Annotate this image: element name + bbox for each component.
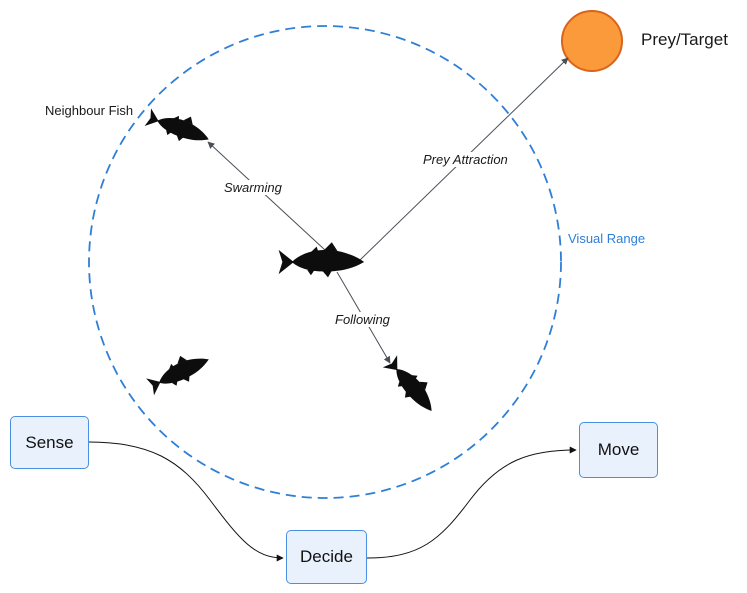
- decide-label: Decide: [300, 547, 353, 566]
- central-fish-icon: [278, 242, 365, 278]
- swarming-label: Swarming: [222, 180, 284, 195]
- neighbour-fish-icon: [143, 102, 214, 151]
- prey-attraction-label: Prey Attraction: [421, 152, 510, 167]
- following-label: Following: [333, 312, 392, 327]
- prey-target-label: Prey/Target: [641, 30, 728, 49]
- sense-box: Sense: [10, 416, 89, 469]
- sense-label: Sense: [25, 432, 74, 452]
- move-label: Move: [597, 440, 640, 459]
- decide-to-move-connector: [366, 446, 577, 559]
- decide-box: Decide: [286, 530, 367, 584]
- visual-range-label: Visual Range: [568, 231, 646, 246]
- move-box: Move: [579, 422, 658, 478]
- prey-target-circle: [561, 10, 623, 72]
- lone-fish-icon: [143, 345, 214, 398]
- sense-to-decide-connector: [88, 441, 284, 562]
- visual-range-circle: [88, 25, 562, 499]
- neighbour-fish-label: Neighbour Fish: [45, 103, 134, 118]
- followed-fish-icon: [380, 351, 444, 419]
- swarming-arrow: [207, 141, 326, 251]
